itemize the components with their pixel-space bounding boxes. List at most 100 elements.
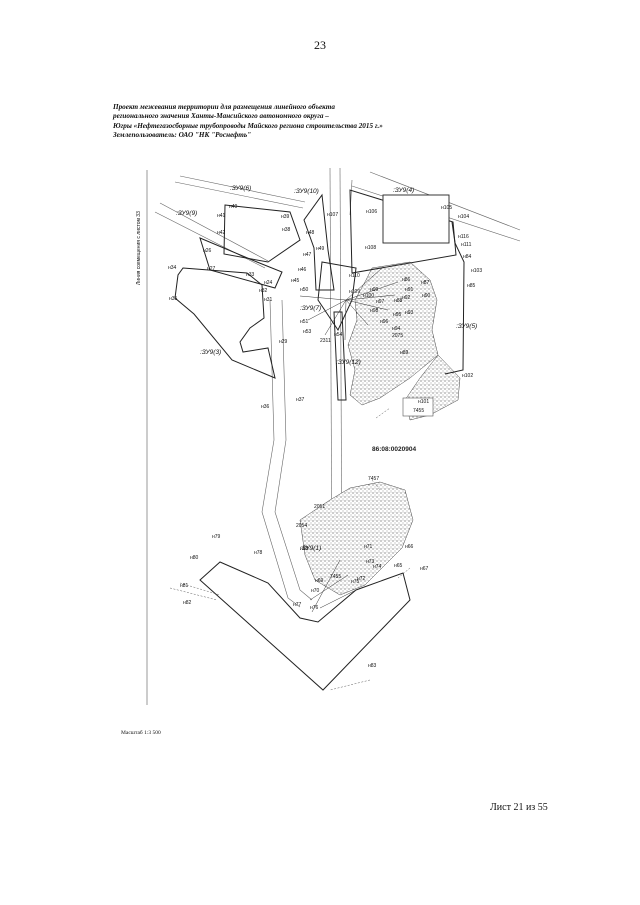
boundary-point-label: н116 xyxy=(458,234,469,240)
boundary-point-label: н39 xyxy=(281,214,290,220)
boundary-point-label: н108 xyxy=(365,245,376,251)
zone-label: :ЗУ9(10) xyxy=(294,188,319,195)
zone-label: :ЗУ9(12) xyxy=(336,359,361,366)
boundary-point-label: н33 xyxy=(246,272,255,278)
boundary-point-label: н91 xyxy=(405,287,414,293)
boundary-point-label: н94 xyxy=(392,326,401,332)
boundary-point-label: н54 xyxy=(334,332,343,338)
zone-label: :ЗУ9(1) xyxy=(300,545,321,552)
parcel-label: 2075 xyxy=(392,333,403,339)
boundary-point-label: н42 xyxy=(217,230,226,236)
boundary-point-label: н95 xyxy=(393,312,402,318)
boundary-point-label: н36 xyxy=(261,404,270,410)
boundary-point-label: н38 xyxy=(282,227,291,233)
boundary-point-label: н74 xyxy=(373,564,382,570)
boundary-point-label: н65 xyxy=(394,563,403,569)
boundary-point-label: н76 xyxy=(310,605,319,611)
boundary-point-label: н53 xyxy=(303,329,312,335)
vegetation-areas xyxy=(299,261,461,596)
boundary-point-label: н70 xyxy=(311,588,320,594)
parcel-box-zu9-4 xyxy=(382,194,450,244)
boundary-point-label: н106 xyxy=(366,209,377,215)
page-number: 23 xyxy=(314,38,326,52)
header-line-4: Землепользователь: ОАО "НК "Роснефть" xyxy=(113,131,252,140)
boundary-point-label: н47 xyxy=(303,252,312,258)
boundary-point-label: н79 xyxy=(212,534,221,540)
boundary-point-label: н101 xyxy=(418,399,429,405)
boundary-point-label: н46 xyxy=(298,267,307,273)
zone-label: :ЗУ9(5) xyxy=(456,323,477,330)
boundary-point-label: н24 xyxy=(264,280,273,286)
boundary-point-label: н35 xyxy=(169,296,178,302)
header-line-1: Проект межевания территории для размещен… xyxy=(113,103,335,111)
boundary-point-label: н82 xyxy=(183,600,192,606)
boundary-point-label: н88 xyxy=(394,298,403,304)
road-strips xyxy=(154,167,521,608)
boundary-point-label: н49 xyxy=(316,246,325,252)
parcel-label: 7455 xyxy=(330,574,341,580)
boundary-point-label: н107 xyxy=(327,212,338,218)
boundary-point-label: н111 xyxy=(461,242,472,248)
boundary-point-label: н66 xyxy=(405,544,414,550)
boundary-point-label: н90 xyxy=(422,293,431,299)
parcel-label: 7457 xyxy=(368,476,379,482)
boundary-point-label: н37 xyxy=(296,397,305,403)
boundary-point-label: н27 xyxy=(207,266,216,272)
boundary-point-label: н84 xyxy=(463,254,472,260)
boundary-point-label: н75 xyxy=(351,579,360,585)
boundary-point-label: н81 xyxy=(180,583,189,589)
boundary-point-label: н92 xyxy=(402,295,411,301)
boundary-point-label: н97 xyxy=(376,299,385,305)
sheet-label: Лист 21 из 55 xyxy=(490,802,548,813)
boundary-point-label: н85 xyxy=(467,283,476,289)
parcel-label: 2054 xyxy=(296,523,307,529)
zone-label: :ЗУ9(6) xyxy=(230,185,251,192)
boundary-point-label: н48 xyxy=(306,230,315,236)
parcel-label: 2051 xyxy=(314,504,325,510)
boundary-point-label: н86 xyxy=(402,277,411,283)
document-header: Проект межевания территории для размещен… xyxy=(113,103,533,141)
header-line-2: регионального значения Ханты-Мансийского… xyxy=(113,112,329,121)
cadastral-block-label: 86:08:0020904 xyxy=(372,446,416,453)
boundary-point-label: н51 xyxy=(300,319,309,325)
boundary-point-label: н87 xyxy=(421,280,430,286)
boundary-point-label: н31 xyxy=(264,297,273,303)
boundary-point-label: н45 xyxy=(291,278,300,284)
boundary-point-label: н69 xyxy=(315,578,324,584)
boundary-point-label: н100 xyxy=(363,293,374,299)
map-inset-box xyxy=(402,397,434,417)
zone-label: :ЗУ9(3) xyxy=(200,349,221,356)
scale-label: Масштаб 1:3 500 xyxy=(121,730,161,736)
zone-label: :ЗУ9(4) xyxy=(393,187,414,194)
boundary-point-label: н34 xyxy=(168,265,177,271)
boundary-point-label: н103 xyxy=(471,268,482,274)
pipeline-lines xyxy=(299,267,399,613)
parcel-boundaries xyxy=(174,189,465,691)
boundary-point-label: н102 xyxy=(462,373,473,379)
boundary-point-label: н99 xyxy=(370,287,379,293)
boundary-point-label: н41 xyxy=(217,213,226,219)
header-line-3: Югры «Нефтегазосборные трубопроводы Майс… xyxy=(113,121,383,130)
boundary-point-label: н110 xyxy=(349,273,360,279)
boundary-point-label: н68 xyxy=(300,546,309,552)
boundary-point-label: н89 xyxy=(400,350,409,356)
boundary-point-label: н72 xyxy=(357,576,366,582)
boundary-point-label: н32 xyxy=(259,288,268,294)
boundary-point-label: н78 xyxy=(254,550,263,556)
boundary-point-label: н104 xyxy=(458,214,469,220)
boundary-point-label: н73 xyxy=(366,559,375,565)
leader-lines xyxy=(169,407,411,691)
boundary-point-label: н96 xyxy=(380,319,389,325)
zone-label: :ЗУ9(7) xyxy=(300,305,321,312)
boundary-point-label: н105 xyxy=(441,205,452,211)
boundary-point-label: н67 xyxy=(420,566,429,572)
side-note: Линия совмещения с листом 33 xyxy=(136,211,142,285)
parcel-label: 2311 xyxy=(320,338,331,344)
boundary-point-label: н109 xyxy=(349,289,360,295)
boundary-point-label: н40 xyxy=(229,204,238,210)
boundary-point-label: н26 xyxy=(203,248,212,254)
parcel-label: 7455 xyxy=(413,408,424,414)
boundary-point-label: н50 xyxy=(300,287,309,293)
